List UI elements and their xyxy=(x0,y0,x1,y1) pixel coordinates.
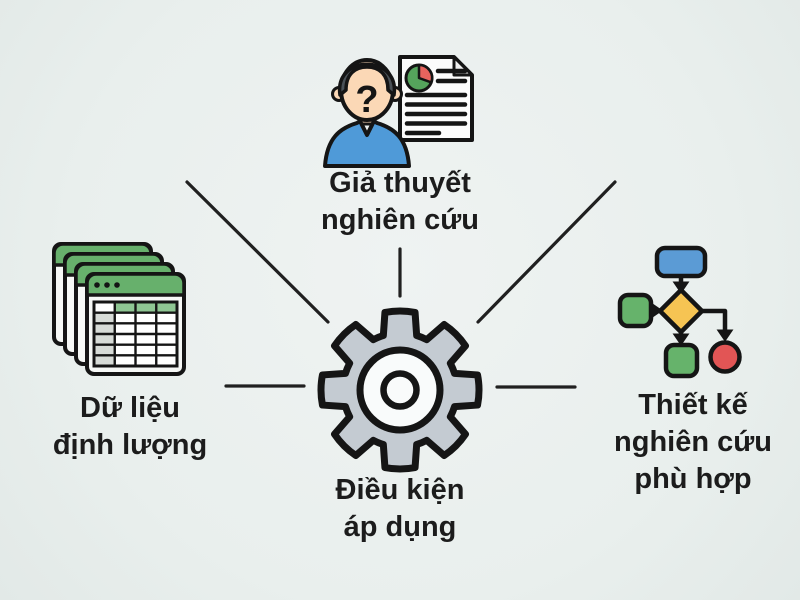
right-label-line1: Thiết kế xyxy=(638,389,748,421)
arrowhead xyxy=(716,329,734,342)
spreadsheet-stack-icon xyxy=(52,242,186,376)
right-label-line3: phù hợp xyxy=(634,463,752,495)
top-label: Giả thuyết nghiên cứu xyxy=(280,165,520,239)
flowchart-node-blue xyxy=(654,245,708,279)
flowchart-node-green-left xyxy=(617,292,654,329)
left-label-line2: định lượng xyxy=(52,429,208,461)
left-label-line1: Dữ liệu xyxy=(80,392,180,424)
center-label-line1: Điều kiện xyxy=(335,474,465,506)
pie-slice-red xyxy=(417,63,434,84)
connector-top-left xyxy=(185,180,330,324)
window-front xyxy=(85,272,186,376)
researcher-document-icon: ? xyxy=(323,55,474,168)
center-label: Điều kiện áp dụng xyxy=(290,472,510,546)
table-header-row xyxy=(114,302,177,313)
table-grid-lines xyxy=(94,302,177,366)
flowchart-node-red-circle xyxy=(708,340,742,374)
flowchart-icon xyxy=(617,245,742,379)
window-header xyxy=(85,272,186,297)
top-label-line2: nghiên cứu xyxy=(321,204,479,236)
gear-hub xyxy=(380,370,420,410)
arrowhead xyxy=(672,333,690,346)
table-first-column xyxy=(94,312,115,366)
right-label: Thiết kế nghiên cứu phù hợp xyxy=(583,387,800,498)
flowchart-node-green-bottom xyxy=(663,342,700,379)
center-label-line2: áp dụng xyxy=(343,511,457,543)
arrowhead xyxy=(672,281,690,294)
window-header-dots xyxy=(94,282,120,288)
document-icon xyxy=(398,55,474,142)
gear-icon xyxy=(317,307,483,473)
person-icon: ? xyxy=(323,58,411,168)
connector-top-right xyxy=(476,180,617,324)
table-grid xyxy=(92,300,179,368)
person-hair xyxy=(338,62,396,97)
document-text-lines xyxy=(404,68,468,136)
flowchart-elbow-connector xyxy=(702,308,728,333)
arrowhead xyxy=(650,302,663,319)
person-shirt xyxy=(323,119,411,168)
question-mark: ? xyxy=(355,79,378,121)
top-label-line1: Giả thuyết xyxy=(329,167,471,199)
left-label: Dữ liệu định lượng xyxy=(20,390,240,464)
right-label-line2: nghiên cứu xyxy=(614,426,772,458)
flowchart-node-diamond xyxy=(657,287,705,335)
